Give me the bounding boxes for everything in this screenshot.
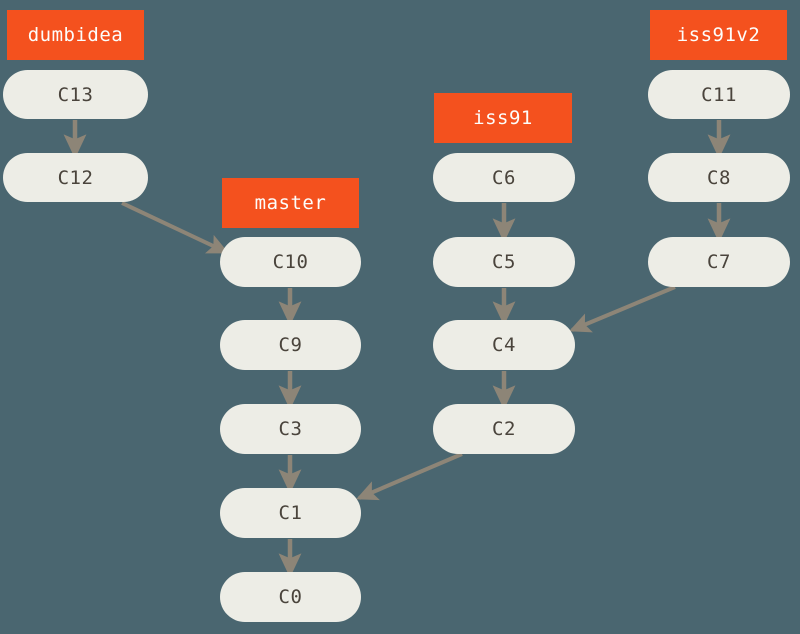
commit-node-c12[interactable]: C12 [3, 153, 148, 202]
commit-node-c3[interactable]: C3 [220, 404, 361, 454]
commit-node-c13[interactable]: C13 [3, 70, 148, 119]
branch-badge-iss91[interactable]: iss91 [434, 93, 572, 143]
commit-node-c9[interactable]: C9 [220, 320, 361, 370]
branch-badge-master[interactable]: master [222, 178, 359, 228]
commit-node-c2[interactable]: C2 [433, 404, 575, 454]
edges-group [63, 120, 731, 578]
edge-c2-to-c1 [356, 452, 463, 501]
branch-badge-iss91v2[interactable]: iss91v2 [650, 10, 787, 60]
branch-badge-dumbidea[interactable]: dumbidea [7, 10, 144, 60]
commit-node-c10[interactable]: C10 [220, 237, 361, 287]
commit-node-c11[interactable]: C11 [648, 70, 790, 119]
commit-node-c1[interactable]: C1 [220, 488, 361, 538]
commit-node-c5[interactable]: C5 [433, 237, 575, 287]
commit-node-c7[interactable]: C7 [648, 237, 790, 287]
commit-node-c4[interactable]: C4 [433, 320, 575, 370]
commit-node-c8[interactable]: C8 [648, 153, 790, 202]
edge-c7-to-c4 [569, 285, 676, 333]
edge-c12-to-c10 [121, 201, 229, 254]
commit-node-c0[interactable]: C0 [220, 572, 361, 622]
commit-node-c6[interactable]: C6 [433, 153, 575, 202]
